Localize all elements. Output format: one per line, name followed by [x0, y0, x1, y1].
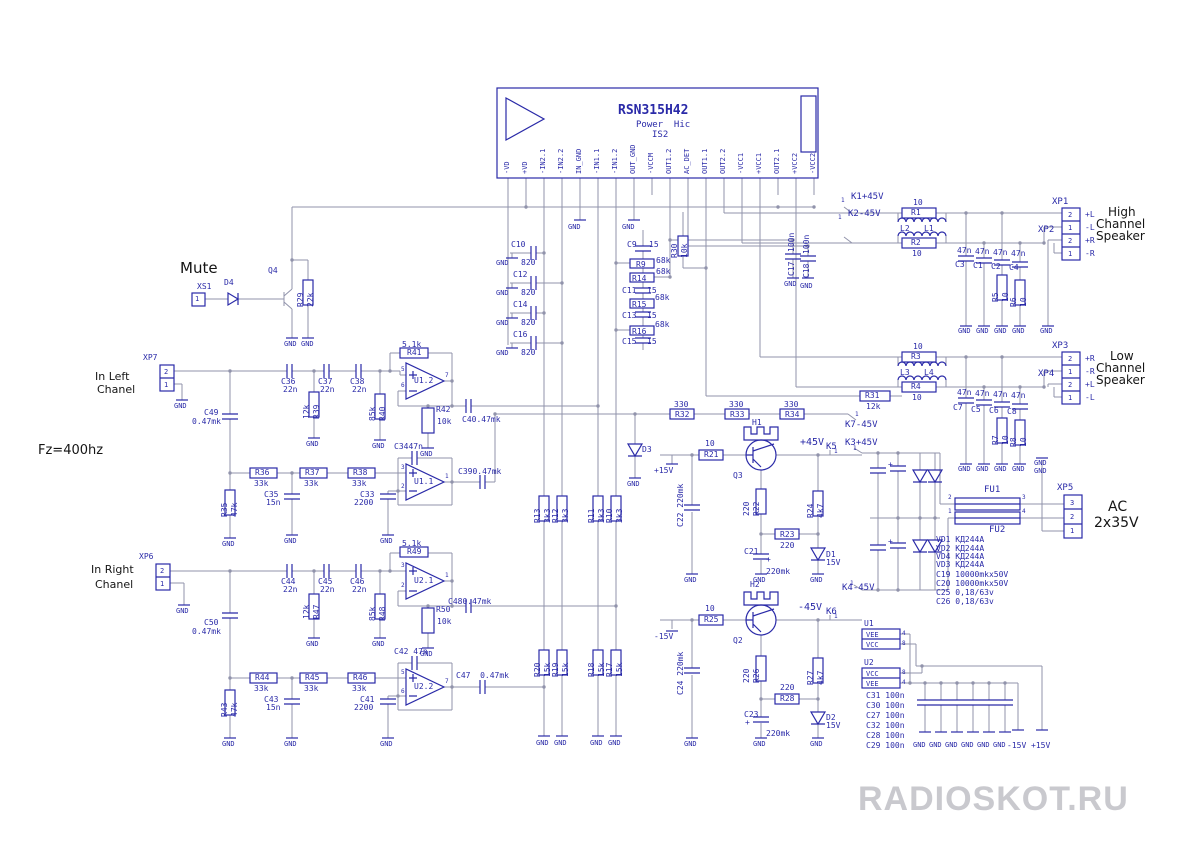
ic-outline [496, 87, 819, 179]
junction-dots [228, 205, 1046, 701]
heatsink-symbols [743, 426, 779, 606]
inductor-symbols [897, 217, 947, 381]
site-watermark: RADIOSKOT.RU [858, 780, 1129, 818]
opamp-polarity-marks [409, 371, 417, 697]
diode-symbols [227, 292, 943, 725]
transistor-symbols [745, 439, 777, 636]
connector-symbols [155, 207, 1083, 689]
resistor-symbols [224, 207, 1026, 716]
symbol-layer [155, 87, 1083, 739]
capacitor-symbols [221, 245, 1029, 723]
ic-triangle-icon [505, 96, 546, 142]
opamp-symbols [405, 362, 446, 706]
wire-layer [170, 178, 1064, 738]
connector-dividers [156, 220, 1082, 679]
